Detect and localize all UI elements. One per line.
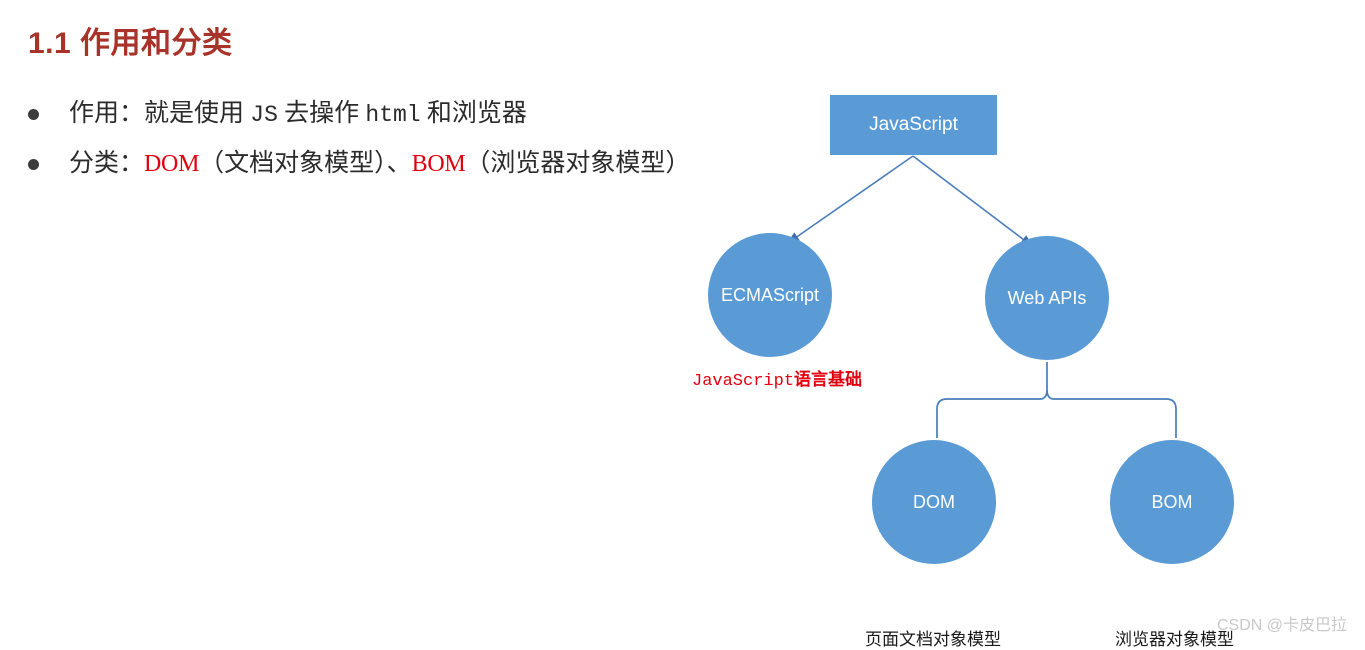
page-title: 1.1 作用和分类 bbox=[28, 27, 233, 60]
connector-brace-webapis-right bbox=[1046, 389, 1177, 438]
bullet-category-prefix: 分类： bbox=[69, 150, 145, 177]
connector-js-to-ecmascript bbox=[786, 155, 914, 244]
bullet-dot-icon bbox=[28, 159, 39, 170]
caption-ecmascript-cjk: 语言基础 bbox=[794, 370, 863, 389]
bullet-category-dom: DOM bbox=[144, 151, 200, 177]
bullet-usage-suffix: 和浏览器 bbox=[420, 100, 527, 127]
bullet-usage-prefix: 作用：就是使用 bbox=[69, 100, 251, 127]
csdn-watermark: CSDN @卡皮巴拉 bbox=[1216, 617, 1347, 634]
bullet-usage-code-html: html bbox=[365, 102, 421, 128]
diagram-node-dom[interactable]: DOM bbox=[872, 440, 996, 564]
diagram-caption-bom: 浏览器对象模型 bbox=[1115, 630, 1234, 649]
bullet-dot-icon bbox=[28, 109, 39, 120]
architecture-diagram: JavaScript ECMAScript Web APIs DOM BOM J… bbox=[660, 60, 1300, 649]
bullet-text-category: 分类：DOM（文档对象模型）、BOM（浏览器对象模型） bbox=[69, 148, 690, 180]
bullet-category-middle: （文档对象模型）、 bbox=[199, 150, 412, 177]
caption-ecmascript-latin: JavaScript bbox=[692, 372, 795, 391]
list-item: 分类：DOM（文档对象模型）、BOM（浏览器对象模型） bbox=[28, 148, 690, 180]
diagram-connectors bbox=[786, 155, 1177, 438]
bullet-text-usage: 作用：就是使用 JS 去操作 html 和浏览器 bbox=[69, 98, 527, 131]
diagram-node-javascript[interactable]: JavaScript bbox=[830, 95, 997, 155]
diagram-node-ecmascript[interactable]: ECMAScript bbox=[708, 233, 832, 357]
diagram-caption-dom: 页面文档对象模型 bbox=[865, 630, 1001, 649]
connector-brace-webapis bbox=[936, 362, 1048, 438]
bullet-usage-middle: 去操作 bbox=[277, 100, 366, 127]
bullet-category-bom: BOM bbox=[411, 151, 466, 177]
list-item: 作用：就是使用 JS 去操作 html 和浏览器 bbox=[28, 98, 688, 130]
diagram-caption-ecmascript: JavaScript语言基础 bbox=[692, 365, 862, 391]
diagram-node-bom[interactable]: BOM bbox=[1110, 440, 1234, 564]
diagram-node-webapis[interactable]: Web APIs bbox=[985, 236, 1109, 360]
bullet-category-suffix: （浏览器对象模型） bbox=[465, 150, 691, 177]
bullet-list: 作用：就是使用 JS 去操作 html 和浏览器 分类：DOM（文档对象模型）、… bbox=[28, 98, 690, 198]
connector-js-to-webapis bbox=[912, 155, 1034, 247]
bullet-usage-code-js: JS bbox=[250, 102, 278, 128]
